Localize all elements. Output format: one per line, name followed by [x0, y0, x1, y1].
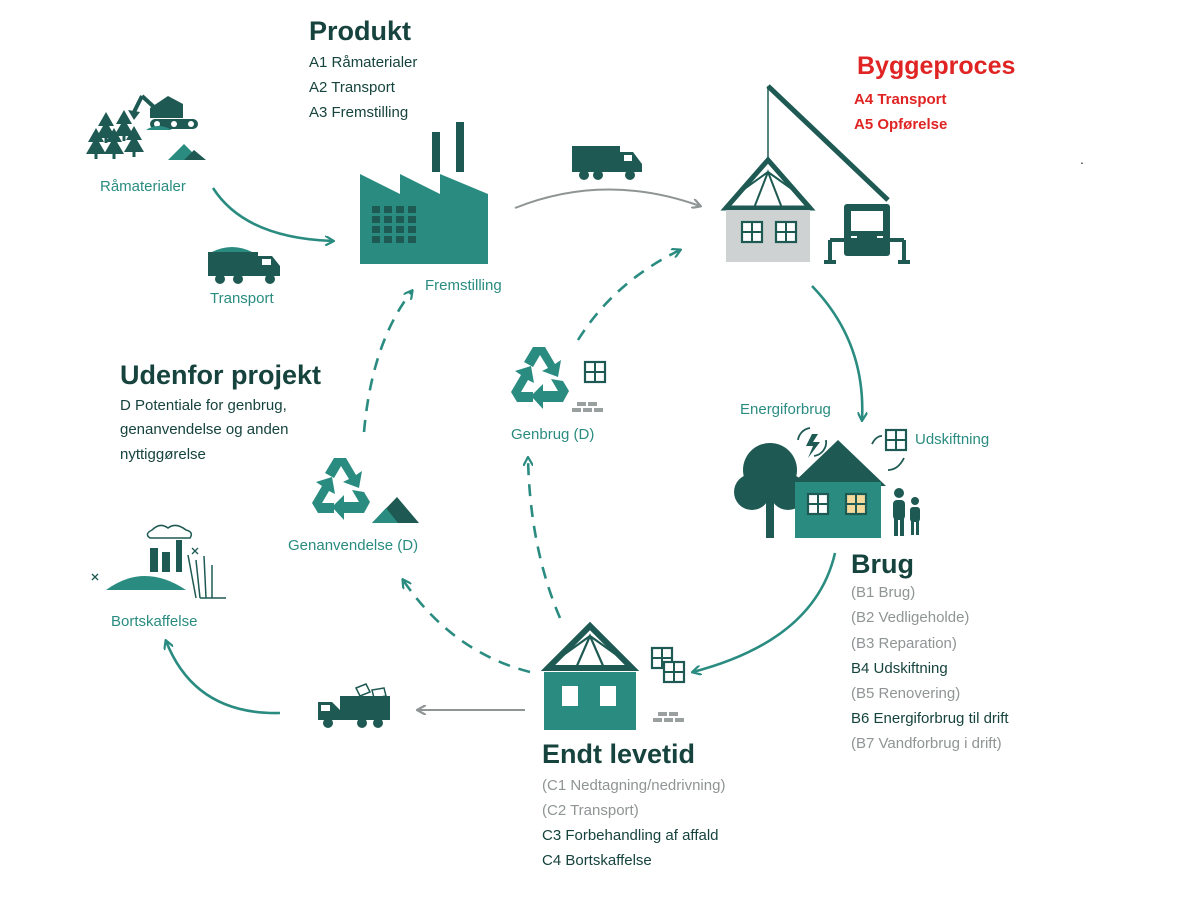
- label-bortskaffelse: Bortskaffelse: [111, 613, 198, 630]
- endt-item: C4 Bortskaffelse: [542, 852, 652, 869]
- brug-item: (B3 Reparation): [851, 635, 957, 652]
- brug-item: B6 Energiforbrug til drift: [851, 710, 1009, 727]
- house-tree-family-icon: [734, 427, 920, 538]
- label-udskiftning: Udskiftning: [915, 431, 990, 448]
- recycle-icon: [511, 347, 569, 409]
- dump-truck-icon: [208, 247, 280, 284]
- brug-item: (B7 Vandforbrug i drift): [851, 735, 1002, 752]
- byggeproces-item: A5 Opførelse: [854, 116, 948, 133]
- udenfor-line: nyttiggørelse: [120, 446, 206, 463]
- label-transport: Transport: [210, 290, 274, 307]
- endt-levetid-title: Endt levetid: [542, 739, 696, 769]
- window-icon: [583, 360, 607, 384]
- delivery-truck-icon: [572, 146, 642, 180]
- waste-truck-icon: [318, 683, 390, 728]
- endt-item: (C2 Transport): [542, 802, 639, 819]
- endt-item: (C1 Nedtagning/nedrivning): [542, 777, 726, 794]
- dashed-arrow-end-to-genanvendelse: [403, 580, 531, 674]
- byggeproces-item: A4 Transport: [854, 91, 947, 108]
- label-energiforbrug: Energiforbrug: [740, 401, 831, 418]
- stray-dot: .: [1080, 151, 1084, 167]
- factory-icon: [360, 122, 488, 264]
- produkt-item: A2 Transport: [309, 79, 395, 96]
- brug-item: (B1 Brug): [851, 584, 916, 601]
- dashed-arrow-end-to-genbrug: [528, 458, 562, 619]
- byggeproces-title: Byggeproces: [857, 52, 1016, 80]
- produkt-item: A1 Råmaterialer: [309, 54, 418, 71]
- crane-house-icon: [720, 84, 910, 264]
- house-frame-icon: [540, 621, 686, 730]
- dashed-arrow-outside-to-factory: [362, 291, 412, 433]
- arrow-waste-to-landfill: [166, 641, 281, 715]
- dashed-arrow-genbrug-to-building: [576, 250, 680, 341]
- arrow-raw-to-factory: [211, 187, 333, 241]
- brug-title: Brug: [851, 549, 914, 579]
- produkt-title: Produkt: [309, 16, 412, 46]
- label-raamaterialer: Råmaterialer: [100, 178, 186, 195]
- udenfor-line: genanvendelse og anden: [120, 421, 289, 438]
- brug-item: B4 Udskiftning: [851, 660, 948, 677]
- udenfor-line: D Potentiale for genbrug,: [120, 397, 287, 414]
- endt-item: C3 Forbehandling af affald: [542, 827, 719, 844]
- excavator-forest-icon: [86, 94, 206, 160]
- arrow-factory-to-building: [514, 188, 700, 208]
- label-fremstilling: Fremstilling: [425, 277, 502, 294]
- recycle-icon: [312, 458, 370, 520]
- udenfor-title: Udenfor projekt: [120, 360, 322, 390]
- brug-item: (B5 Renovering): [851, 685, 961, 702]
- arrow-building-to-use: [811, 285, 862, 420]
- bricks-icon: [572, 402, 603, 412]
- produkt-item: A3 Fremstilling: [309, 104, 409, 121]
- arrow-use-to-end: [693, 552, 837, 672]
- label-genbrug: Genbrug (D): [511, 426, 595, 443]
- landfill-icon: [91, 524, 226, 599]
- label-genanvendelse: Genanvendelse (D): [288, 537, 419, 554]
- brug-item: (B2 Vedligeholde): [851, 609, 970, 626]
